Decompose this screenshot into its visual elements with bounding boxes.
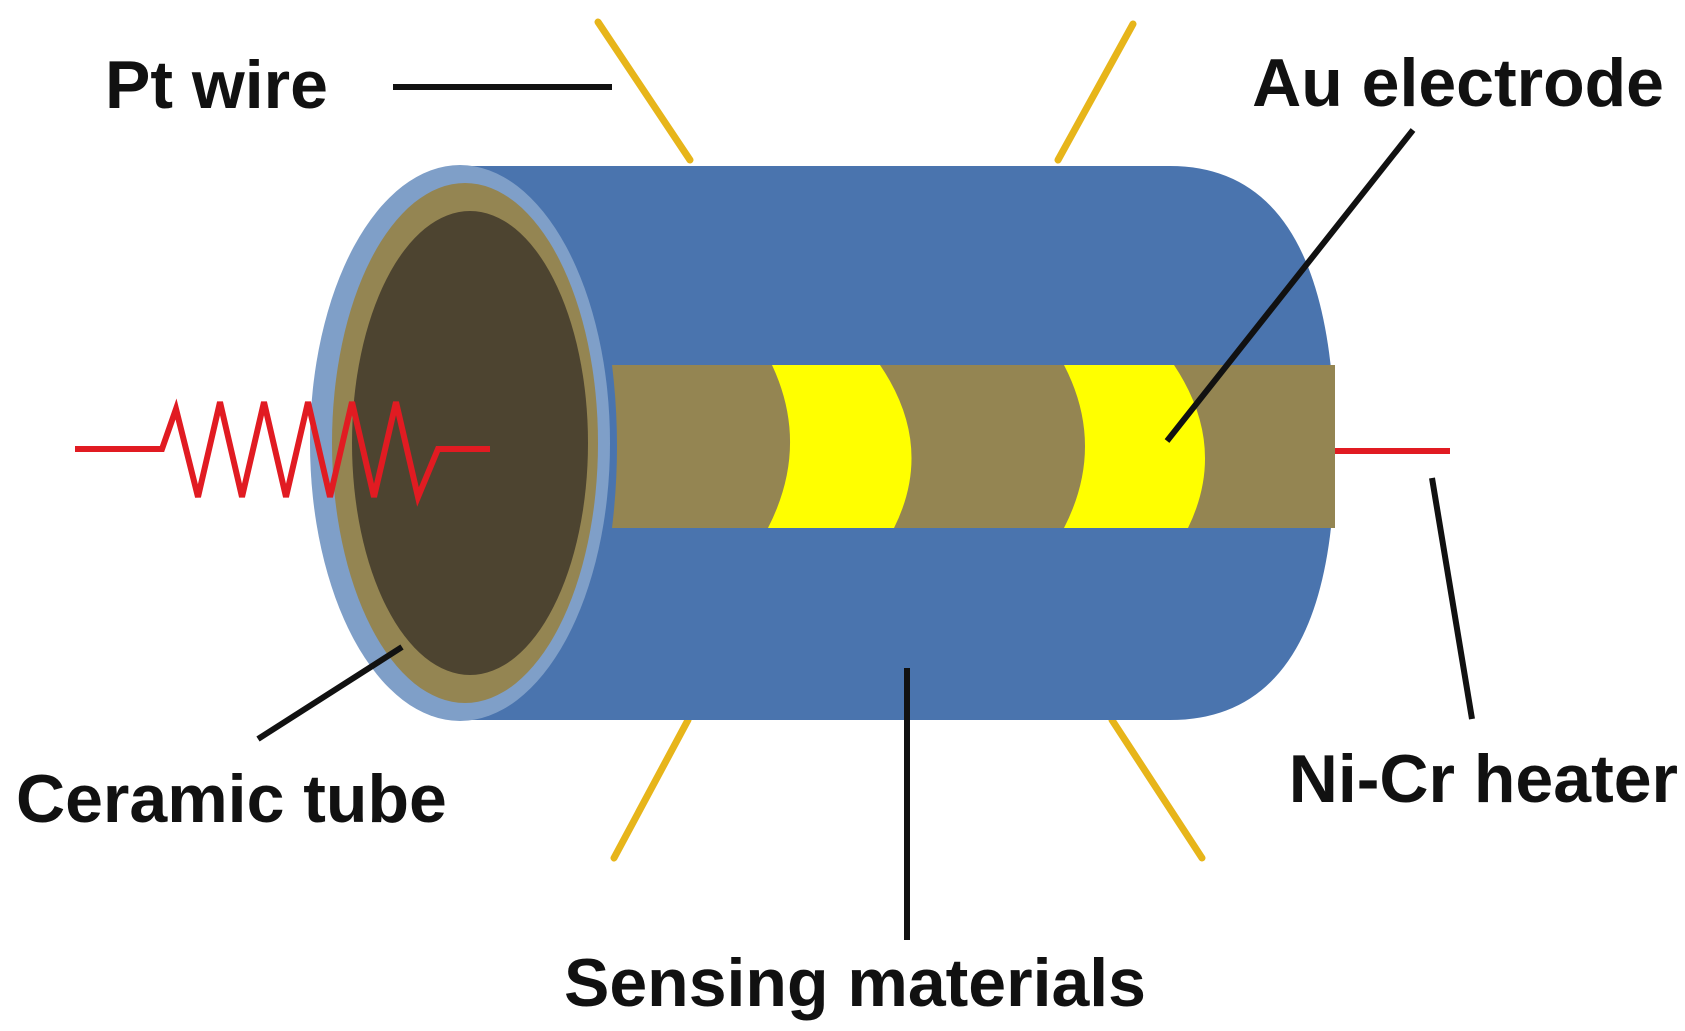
tube-interior — [352, 211, 588, 675]
pt-wire-top-right — [1054, 20, 1137, 164]
au-electrode-2 — [1064, 365, 1206, 528]
pt-wire-bottom-left — [610, 716, 692, 862]
ceramic-tube-strip — [612, 365, 1335, 528]
pt-wire-top-left — [594, 18, 694, 164]
ceramic-tube-label: Ceramic tube — [16, 761, 447, 837]
ceramic-tube-leader — [256, 644, 404, 742]
ceramic-tube-band — [612, 365, 1335, 528]
ni-cr-heater — [75, 398, 1450, 507]
pt-wire-label: Pt wire — [105, 47, 328, 123]
heater-coil — [75, 398, 490, 507]
ni-cr-heater-label: Ni-Cr heater — [1289, 741, 1678, 817]
pt-wire-bottom-right — [1108, 716, 1206, 862]
au-electrode-1 — [768, 365, 912, 528]
labels: Pt wire Au electrode Ceramic tube Ni-Cr … — [16, 45, 1678, 1021]
ni-cr-heater-leader — [1429, 477, 1475, 720]
au-electrode-leader — [1164, 128, 1416, 443]
pt-wire-leads — [594, 18, 1206, 862]
sensing-materials-label: Sensing materials — [564, 945, 1146, 1021]
au-electrode-label: Au electrode — [1252, 45, 1664, 121]
leader-lines — [256, 84, 1475, 940]
